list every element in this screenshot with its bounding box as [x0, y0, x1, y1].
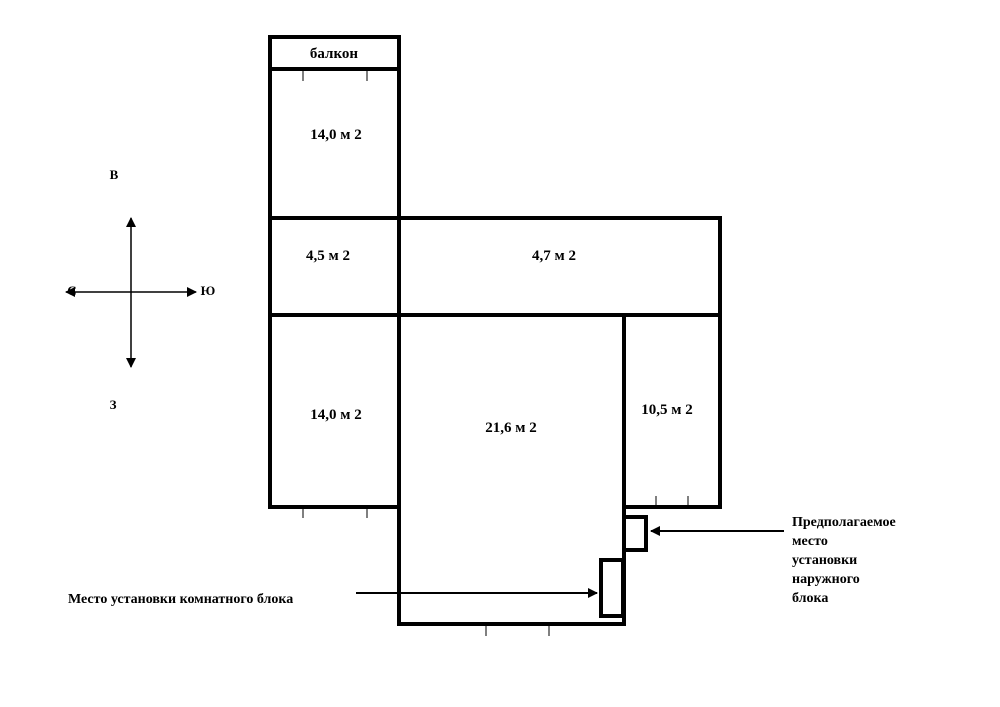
compass-east-label: Ю — [201, 283, 216, 298]
walls — [268, 35, 722, 626]
compass — [65, 217, 197, 368]
compass-west-label: С — [67, 283, 76, 298]
corridor-room — [397, 216, 722, 317]
outdoor-unit-note: Предполагаемое место установки наружного… — [792, 515, 896, 606]
outdoor-unit-marker — [622, 515, 648, 552]
right-room — [622, 313, 722, 509]
compass-north-label: В — [110, 167, 119, 182]
right-room-area: 10,5 м 2 — [641, 402, 692, 418]
window-marks — [302, 69, 689, 636]
main-room — [397, 313, 626, 626]
outdoor-unit-note-line: место — [792, 534, 828, 549]
main-room-area: 21,6 м 2 — [485, 420, 536, 436]
outdoor-unit-note-line: установки — [792, 553, 857, 568]
outdoor-unit-note-line: блока — [792, 591, 828, 606]
top-room-area: 14,0 м 2 — [310, 127, 361, 143]
small-hall-room — [268, 216, 401, 317]
corridor-area: 4,7 м 2 — [532, 248, 576, 264]
balcony-label: балкон — [310, 46, 358, 62]
top-room — [268, 67, 401, 220]
indoor-unit-note: Место установки комнатного блока — [68, 592, 293, 607]
outdoor-unit-note-line: Предполагаемое — [792, 515, 896, 530]
compass-south-label: З — [110, 397, 117, 412]
outdoor-unit-note-line: наружного — [792, 572, 860, 587]
small-hall-area: 4,5 м 2 — [306, 248, 350, 264]
indoor-unit-marker — [599, 558, 625, 618]
bottom-left-room-area: 14,0 м 2 — [310, 407, 361, 423]
